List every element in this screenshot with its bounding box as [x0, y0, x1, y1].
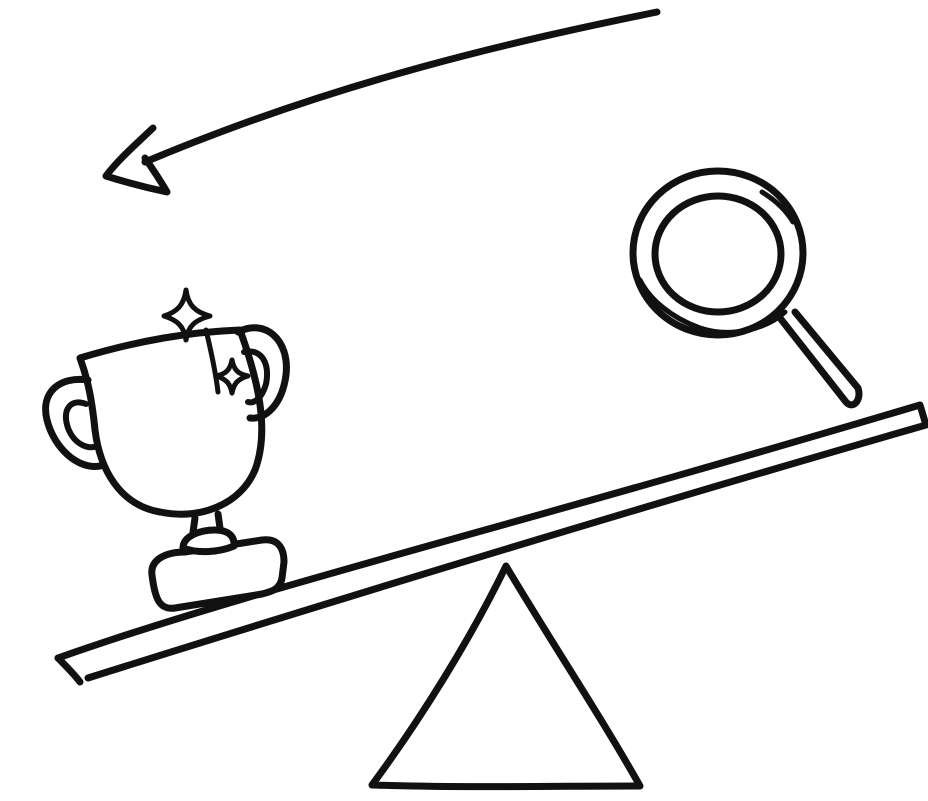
arrow-icon	[106, 12, 657, 192]
lens-shadow-stroke	[640, 280, 785, 332]
lens-inner-rim	[655, 196, 781, 312]
arrow-shaft	[145, 12, 657, 162]
plank-left-end	[58, 658, 80, 682]
magnifier-handle	[780, 312, 859, 405]
trophy-icon	[46, 328, 287, 609]
seesaw-fulcrum	[372, 566, 640, 787]
magnifying-glass-icon	[633, 171, 859, 405]
trophy-cup	[80, 330, 262, 514]
